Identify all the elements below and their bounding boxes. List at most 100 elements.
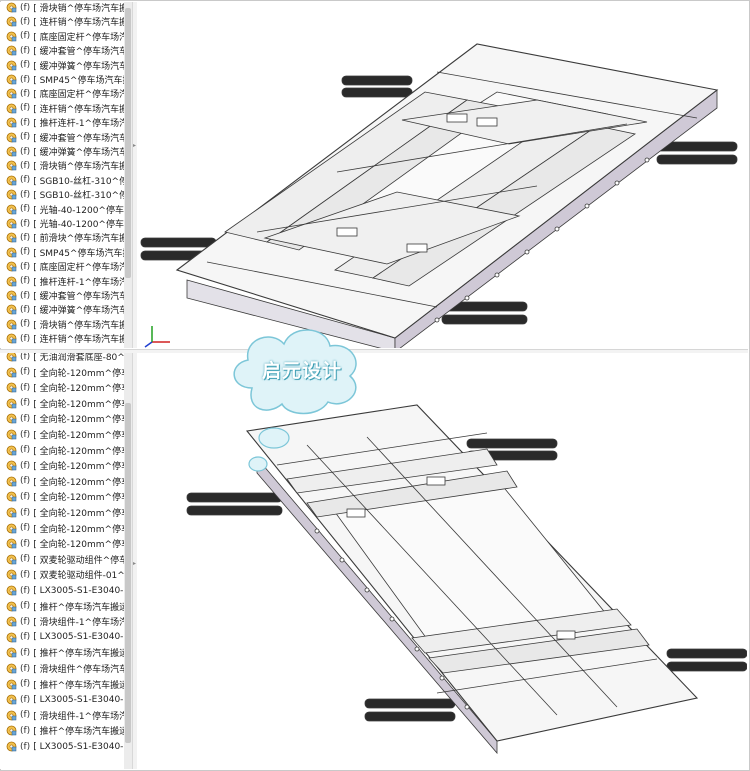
tree-item[interactable]: (f)[ 缓冲套管^停车场汽车搬 [6, 288, 132, 303]
tree-item[interactable]: (f)[ 全向轮-120mm^停车场 [6, 427, 132, 442]
tree-item[interactable]: (f)[ 滑块销^停车场汽车搬运 [6, 317, 132, 332]
roller-left-back [186, 492, 283, 516]
tree-item[interactable]: (f)[ 光轴-40-1200^停车场汽 [6, 216, 132, 231]
tree-item-prefix: (f) [20, 88, 31, 99]
tree-item[interactable]: (f)[ 全向轮-120mm^停车场 [6, 443, 132, 458]
graphics-view-bottom[interactable] [137, 353, 747, 769]
tree-bottom-scroll-thumb[interactable] [125, 403, 131, 743]
tree-item-prefix: (f) [20, 247, 31, 258]
view-divider [0, 349, 748, 353]
tree-item-prefix: (f) [20, 367, 31, 378]
tree-item[interactable]: (f)[ 连杆销^停车场汽车搬运 [6, 101, 132, 116]
tree-item[interactable]: (f)[ 无油润滑套底座-80^停车 [6, 353, 132, 364]
part-gear-icon [6, 741, 17, 752]
tree-item-prefix: (f) [20, 445, 31, 456]
tree-item-label: [ 全向轮-120mm^停车场 [33, 493, 132, 504]
tree-item-prefix: (f) [20, 647, 31, 658]
tree-item-label: [ 滑块销^停车场汽车搬运 [33, 4, 132, 14]
tree-item[interactable]: (f)[ 全向轮-120mm^停车场 [6, 536, 132, 551]
part-gear-icon [6, 491, 17, 502]
tree-item[interactable]: (f)[ 全向轮-120mm^停车场 [6, 489, 132, 504]
part-gear-icon [6, 694, 17, 705]
tree-item[interactable]: (f)[ 全向轮-120mm^停车场 [6, 380, 132, 395]
tree-item[interactable]: (f)[ 滑块组件^停车场汽车搬 [6, 661, 132, 676]
feature-tree-top: (f)[ 滑块销^停车场汽车搬运(f)[ 连杆销^停车场汽车搬运(f)[ 底座固… [0, 2, 132, 348]
tree-item[interactable]: (f)[ 缓冲套管^停车场汽车搬 [6, 130, 132, 145]
tree-bottom-splitter[interactable] [132, 353, 137, 769]
tree-item[interactable]: (f)[ 双麦轮驱动组件^停车场 [6, 552, 132, 567]
tree-item[interactable]: (f)[ 底座固定杆^停车场汽车 [6, 259, 132, 274]
tree-item-prefix: (f) [20, 175, 31, 186]
tree-item-label: [ 推杆^停车场汽车搬运A [33, 649, 132, 660]
tree-top-splitter[interactable] [132, 2, 137, 348]
tree-item-prefix: (f) [20, 232, 31, 243]
axis-triad-icon [140, 322, 180, 348]
tree-item[interactable]: (f)[ LX3005-S1-E3040-250 [6, 583, 132, 598]
splitter-grip-icon[interactable]: ▸ [133, 560, 137, 567]
part-gear-icon [6, 117, 17, 128]
tree-item[interactable]: (f)[ 全向轮-120mm^停车场 [6, 458, 132, 473]
tree-item-label: [ LX3005-S1-E3040-250 [33, 632, 132, 643]
tree-item[interactable]: (f)[ LX3005-S1-E3040-250 [6, 739, 132, 754]
tree-item[interactable]: (f)[ 滑块销^停车场汽车搬运 [6, 158, 132, 173]
part-gear-icon [6, 45, 17, 56]
graphics-view-top[interactable] [137, 2, 747, 348]
tree-item-prefix: (f) [20, 585, 31, 596]
tree-item-prefix: (f) [20, 632, 31, 643]
tree-item-label: [ 推杆连杆-1^停车场汽车 [33, 277, 132, 288]
tree-item-label: [ LX3005-S1-E3040-250 [33, 694, 132, 705]
tree-item[interactable]: (f)[ 底座固定杆^停车场汽车 [6, 29, 132, 44]
tree-item[interactable]: (f)[ 底座固定杆^停车场汽车 [6, 86, 132, 101]
tree-item[interactable]: (f)[ 缓冲弹簧^停车场汽车搬 [6, 58, 132, 73]
tree-item[interactable]: (f)[ 推杆^停车场汽车搬运A [6, 599, 132, 614]
tree-bottom-scrollbar[interactable] [124, 353, 132, 769]
tree-item[interactable]: (f)[ 缓冲弹簧^停车场汽车搬 [6, 302, 132, 317]
tree-item-label: [ 连杆销^停车场汽车搬运 [33, 18, 132, 29]
tree-item-prefix: (f) [20, 204, 31, 215]
tree-item-label: [ 推杆^停车场汽车搬运A [33, 602, 132, 613]
tree-top-scrollbar[interactable] [124, 2, 132, 348]
tree-top-scroll-thumb[interactable] [125, 8, 131, 278]
tree-item[interactable]: (f)[ SGB10-丝杠-310^停车 [6, 173, 132, 188]
tree-item-prefix: (f) [20, 2, 31, 13]
tree-item[interactable]: (f)[ 全向轮-120mm^停车场 [6, 411, 132, 426]
tree-item[interactable]: (f)[ 全向轮-120mm^停车场 [6, 365, 132, 380]
tree-item[interactable]: (f)[ 双麦轮驱动组件-01^停车 [6, 567, 132, 582]
part-gear-icon [6, 398, 17, 409]
tree-item[interactable]: (f)[ 全向轮-120mm^停车场 [6, 521, 132, 536]
tree-item[interactable]: (f)[ 缓冲套管^停车场汽车搬 [6, 43, 132, 58]
tree-item[interactable]: (f)[ 推杆^停车场汽车搬运A [6, 677, 132, 692]
tree-item[interactable]: (f)[ SMP45^停车场汽车搬运 [6, 72, 132, 87]
tree-item[interactable]: (f)[ LX3005-S1-E3040-250 [6, 692, 132, 707]
tree-item[interactable]: (f)[ 连杆销^停车场汽车搬运 [6, 331, 132, 346]
tree-item[interactable]: (f)[ 全向轮-120mm^停车场 [6, 505, 132, 520]
part-gear-icon [6, 218, 17, 229]
tree-item[interactable]: (f)[ 全向轮-120mm^停车场 [6, 474, 132, 489]
tree-item[interactable]: (f)[ 缓冲弹簧^停车场汽车搬 [6, 144, 132, 159]
tree-item[interactable]: (f)[ 推杆^停车场汽车搬运A [6, 723, 132, 738]
tree-item-label: [ 全向轮-120mm^停车场 [33, 368, 132, 379]
tree-item[interactable]: (f)[ 推杆^停车场汽车搬运A [6, 645, 132, 660]
tree-item[interactable]: (f)[ 全向轮-120mm^停车场 [6, 396, 132, 411]
tree-item[interactable]: (f)[ 连杆销^停车场汽车搬运 [6, 14, 132, 29]
tree-item[interactable]: (f)[ 推杆连杆-1^停车场汽车 [6, 115, 132, 130]
tree-item-label: [ 前滑块^停车场汽车搬运 [33, 234, 132, 245]
part-gear-icon [6, 247, 17, 258]
tree-item[interactable]: (f)[ SGB10-丝杠-310^停车 [6, 187, 132, 202]
tree-item[interactable]: (f)[ 光轴-40-1200^停车场汽 [6, 202, 132, 217]
part-gear-icon [6, 31, 17, 42]
part-gear-icon [6, 679, 17, 690]
tree-item-prefix: (f) [20, 103, 31, 114]
part-gear-icon [6, 160, 17, 171]
tree-item[interactable]: (f)[ 前滑块^停车场汽车搬运 [6, 230, 132, 245]
tree-item-prefix: (f) [20, 491, 31, 502]
tree-item[interactable]: (f)[ 滑块组件-1^停车场汽车 [6, 614, 132, 629]
tree-item[interactable]: (f)[ 滑块销^停车场汽车搬运 [6, 2, 132, 15]
part-gear-icon [6, 290, 17, 301]
tree-item-prefix: (f) [20, 117, 31, 128]
splitter-grip-icon[interactable]: ▸ [133, 142, 137, 149]
tree-item[interactable]: (f)[ LX3005-S1-E3040-250 [6, 630, 132, 645]
tree-item[interactable]: (f)[ SMP45^停车场汽车搬运 [6, 245, 132, 260]
tree-item[interactable]: (f)[ 推杆连杆-1^停车场汽车 [6, 274, 132, 289]
tree-item[interactable]: (f)[ 滑块组件-1^停车场汽车 [6, 708, 132, 723]
